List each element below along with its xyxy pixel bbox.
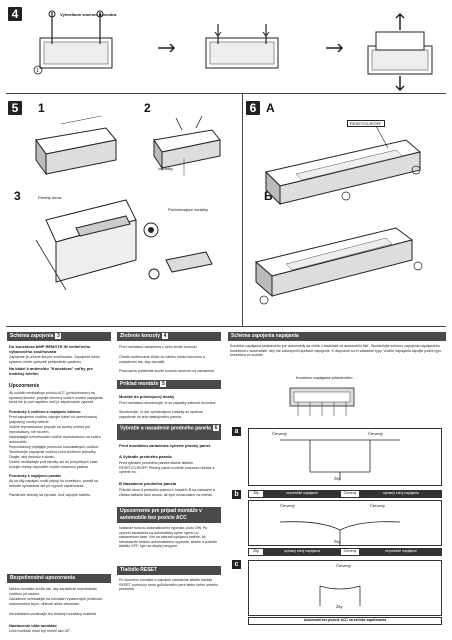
power-diagrams <box>279 387 401 606</box>
angle-title: Nastavenie uhla montáže <box>9 623 57 628</box>
warning-title: Upozornenie <box>9 383 40 389</box>
diagram-b-red-right: Červený <box>370 503 385 508</box>
angle-text: Uhol montáže musí byť menší ako 45°. <box>9 629 72 633</box>
diagram-c-marker: c <box>232 560 241 569</box>
fig5-front-stopper-label: Predný doraz <box>38 195 62 200</box>
panel-intro: Pred montážou zariadenia vyberte predný … <box>119 443 212 448</box>
row-a-cell-1: spínaný zdroj napájania <box>264 548 340 556</box>
svg-text:1: 1 <box>36 68 39 74</box>
fig4-illustration: 1 <box>33 10 433 92</box>
fig4-caption: Výčnelkom smerom dovnútra. <box>60 12 118 17</box>
fig5-number: 5 <box>8 101 22 115</box>
diagram-a-red-left: Červený <box>272 431 287 436</box>
frame-line-2: Posúvaním potiahnite zložte konzolu smer… <box>119 369 215 373</box>
memory-line-0: Ak sa žltý napájací vodič pripojí ku kon… <box>9 479 98 488</box>
frame-line-1: Ohnite uvoľňovacie kľúče do zámku medzi … <box>119 355 205 364</box>
fig5-step3: 3 <box>14 189 21 203</box>
safety-line-1: Zariadenie neinštalujte na miestach vyst… <box>9 597 103 606</box>
diagram-a-yellow: Žltý <box>334 476 341 481</box>
connection-item1-note: Zapojenie je určené iba pre zosilňovače.… <box>9 355 100 364</box>
diagram-a-box <box>248 428 442 486</box>
warning-line-1: Poznámky k vodičom a napájaniu káblom: <box>9 410 82 414</box>
diagram-c-red: Červený <box>336 563 351 568</box>
warn-car-header: Upozornenie pre prípad montáže v automob… <box>117 507 221 523</box>
row-b-cell-1: nepretržité napájanie <box>264 490 340 498</box>
warning-line-9: Izolujte všetky nepoužité vodiče izolačn… <box>9 465 90 469</box>
warning-line-3: Vodiče reproduktorov pripojte na svorky … <box>9 425 91 434</box>
row-c-note: Automobil bez pozície ACC na skrinke zap… <box>248 617 442 625</box>
reset-header: Tlačidlo RESET <box>117 566 221 575</box>
diagram-a-marker: a <box>232 427 241 436</box>
warning-line-4: Nepripájajte uzemňovacie vodiče reproduk… <box>9 435 101 444</box>
frame-line-0: Pred montážou zariadenia z neho zložte k… <box>119 345 197 349</box>
warning-line-0: Ak vozidlo neobsahuje polohu ACC (príslu… <box>9 391 104 405</box>
panel-b-title: B Nasadenie predného panela <box>119 481 177 486</box>
fig5-protrusion-label: Prečnievajúce zarážky <box>168 207 209 212</box>
diagram-b-box <box>248 500 442 546</box>
mount-note-0: Pred montážou skontrolujte, či sú západk… <box>119 401 217 405</box>
diagram-header: Schéma zapojenia napájania <box>228 332 446 341</box>
row-a-cell-3: nepretržité napájanie <box>360 548 442 556</box>
fig6-sub-b: B <box>264 189 273 203</box>
fig5-step2: 2 <box>144 101 151 115</box>
row-a-cell-0: Žltý <box>248 548 264 556</box>
connector-label: Konektor napájania prideleného <box>296 375 353 380</box>
row-b-cell-2: Červený <box>340 490 360 498</box>
reset-button-label: RESET/CLR/OFF <box>347 120 385 127</box>
fig5-hooks-label: západky <box>158 166 173 171</box>
diagram-b-marker: b <box>232 490 241 499</box>
fig6-illustration <box>254 125 423 305</box>
safety-header: Bezpečnostné upozornenia <box>7 574 111 583</box>
warn-car-text: Nastavte funkciu automatického vypnutia … <box>119 526 218 549</box>
row-a-cell-2: Červený <box>340 548 360 556</box>
diagram-c-yellow: Žltý <box>336 604 343 609</box>
diagram-a-red-right: Červený <box>368 431 383 436</box>
reset-text: Po skončení montáže a zapojení zariadeni… <box>119 578 219 592</box>
memory-line-1: Pamäťové obvody sa vymažú, keď odpojíte … <box>9 493 92 497</box>
warning-line-8: Vodiče nevkladajte pod skrutky ani do po… <box>9 460 99 464</box>
warning-line-5: Reproduktory pripájajte pomocou samostat… <box>9 445 100 449</box>
panel-a-title: A Vybratie predného panela <box>119 454 172 459</box>
fig6-sub-a: A <box>266 101 275 115</box>
panel-b-text: Priložte otvor A predného panela k hriad… <box>119 488 215 497</box>
memory-title: Poznámky k napájaniu pamäte <box>9 474 62 478</box>
warning-line-6: Skontrolujte zapojenie vodičov pred vlož… <box>9 450 97 454</box>
connection-item2: Na kábel k anténe/do "Konektora" voľby p… <box>9 366 93 376</box>
fig6-number: 6 <box>246 101 260 115</box>
diagram-b-yellow: Žltý <box>334 539 341 544</box>
fig5-illustration <box>35 115 221 291</box>
connection-item1: Do konektora AMP REMOTE IN voliteľného v… <box>9 344 91 354</box>
safety-line-2: Na inštaláciu používajte len dodaný mont… <box>9 612 97 616</box>
diagram-c-box <box>248 560 442 616</box>
row-b-cell-0: Žltý <box>248 490 264 498</box>
panel-a-text: Pred vybratím predného panela stlačte tl… <box>119 461 215 475</box>
warning-line-7: Dbajte, aby nedošlo k skratu. <box>9 455 56 459</box>
row-b-cell-3: spínaný zdroj napájania <box>360 490 442 498</box>
mount-note-1: Skontrolujte, či dve vyčnievajúce zarážk… <box>119 410 203 419</box>
fig4-number: 4 <box>8 7 22 21</box>
diagram-text: Konektor napájania prideleného pre autom… <box>230 344 442 358</box>
warning-line-2: Pred zapojením vodičov odpojte kábel od … <box>9 415 97 424</box>
diagram-b-red-left: Červený <box>280 503 295 508</box>
safety-line-0: Miesto montáže zvoľte tak, aby zariadeni… <box>9 587 97 596</box>
fig5-step1: 1 <box>38 101 45 115</box>
mount-sub: Montáž do prístrojovej dosky <box>119 394 175 399</box>
